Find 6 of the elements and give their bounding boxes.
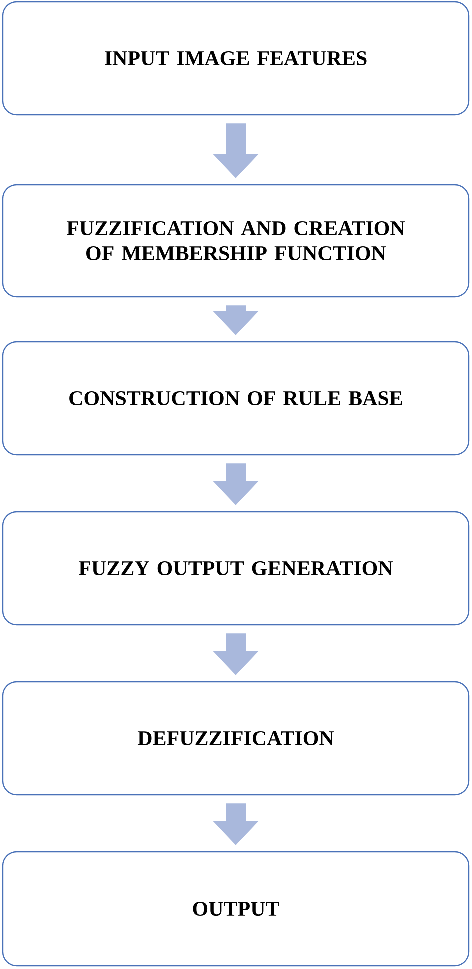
process-box: FUZZY OUTPUT GENERATION (2, 511, 470, 626)
process-box: FUZZIFICATION AND CREATION OF MEMBERSHIP FUNCTION (2, 184, 470, 298)
process-box: DEFUZZIFICATION (2, 681, 470, 796)
process-box: INPUT IMAGE FEATURES (2, 1, 470, 116)
process-box: OUTPUT (2, 851, 470, 967)
process-box: CONSTRUCTION OF RULE BASE (2, 341, 470, 456)
